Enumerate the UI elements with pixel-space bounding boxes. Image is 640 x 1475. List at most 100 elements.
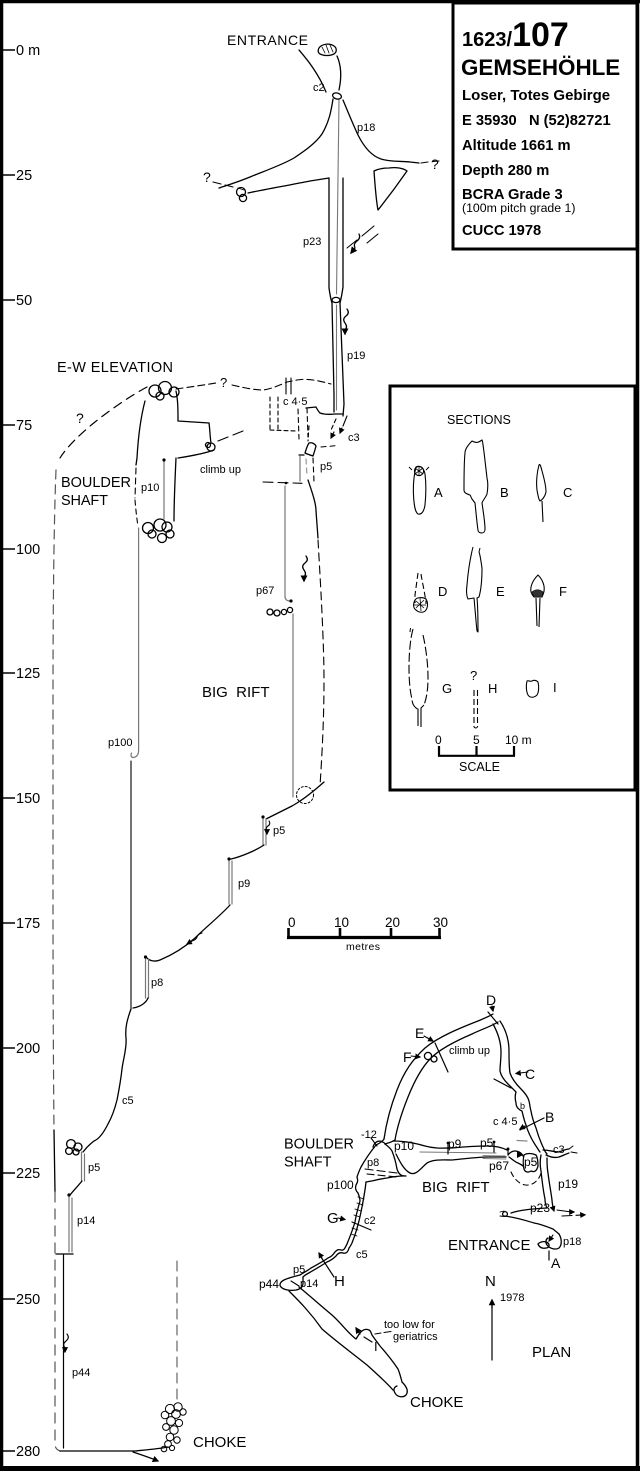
svg-text:SECTIONS: SECTIONS	[447, 413, 511, 427]
svg-text:10: 10	[334, 915, 349, 930]
svg-text:c5: c5	[356, 1249, 368, 1261]
svg-text:ENTRANCE: ENTRANCE	[448, 1237, 531, 1254]
svg-text:geriatrics: geriatrics	[393, 1331, 438, 1343]
svg-text:E-W ELEVATION: E-W ELEVATION	[57, 360, 173, 376]
svg-text:p5: p5	[320, 461, 332, 473]
svg-text:280: 280	[16, 1444, 40, 1460]
svg-text:D: D	[438, 584, 447, 599]
svg-text:climb up: climb up	[449, 1045, 490, 1057]
svg-text:0 m: 0 m	[16, 43, 40, 59]
svg-text:BOULDER: BOULDER	[61, 475, 131, 491]
svg-text:p5: p5	[524, 1155, 538, 1169]
svg-text:c2: c2	[313, 82, 325, 94]
svg-text:0: 0	[288, 915, 296, 930]
svg-text:p23: p23	[530, 1201, 550, 1215]
svg-text:p10: p10	[394, 1139, 414, 1153]
svg-text:p5: p5	[88, 1162, 100, 1174]
svg-text:F: F	[559, 584, 567, 599]
svg-text:E: E	[415, 1025, 424, 1041]
svg-text:125: 125	[16, 666, 40, 682]
svg-text:1978: 1978	[500, 1292, 524, 1304]
svg-text:p9: p9	[238, 878, 250, 890]
svg-text:Depth 280 m: Depth 280 m	[462, 163, 549, 179]
svg-text:c5: c5	[122, 1095, 134, 1107]
svg-text:?: ?	[431, 156, 439, 172]
svg-text:BOULDER: BOULDER	[284, 1137, 354, 1153]
svg-text:p8: p8	[367, 1157, 379, 1169]
svg-text:p44: p44	[72, 1367, 90, 1379]
svg-text:?: ?	[470, 668, 477, 683]
svg-text:p5: p5	[273, 825, 285, 837]
svg-text:175: 175	[16, 916, 40, 932]
svg-text:c 4·5: c 4·5	[283, 396, 307, 408]
svg-text:H: H	[488, 681, 497, 696]
svg-text:1623/107: 1623/107	[462, 16, 569, 54]
svg-text:c3: c3	[553, 1144, 565, 1156]
svg-text:BIG RIFT: BIG RIFT	[422, 1179, 490, 1196]
svg-text:100: 100	[16, 542, 40, 558]
svg-text:(100m pitch grade 1): (100m pitch grade 1)	[462, 201, 575, 215]
svg-text:BIG RIFT: BIG RIFT	[202, 684, 270, 701]
svg-text:p18: p18	[563, 1236, 581, 1248]
svg-text:0: 0	[435, 733, 442, 747]
svg-text:I: I	[553, 680, 557, 695]
svg-text:PLAN: PLAN	[532, 1344, 571, 1361]
svg-text:c 4·5: c 4·5	[493, 1116, 517, 1128]
svg-text:?: ?	[220, 375, 227, 390]
svg-text:p8: p8	[151, 977, 163, 989]
svg-text:SHAFT: SHAFT	[61, 493, 108, 509]
svg-text:50: 50	[16, 293, 32, 309]
svg-text:b: b	[520, 1101, 525, 1111]
svg-text:SHAFT: SHAFT	[284, 1155, 332, 1171]
svg-text:CUCC 1978: CUCC 1978	[462, 223, 541, 239]
svg-text:p100: p100	[108, 737, 132, 749]
svg-text:250: 250	[16, 1292, 40, 1308]
svg-text:GEMSEHÖHLE: GEMSEHÖHLE	[461, 55, 620, 80]
svg-text:225: 225	[16, 1166, 40, 1182]
svg-text:150: 150	[16, 791, 40, 807]
svg-text:p5: p5	[293, 1264, 305, 1276]
svg-text:p44: p44	[259, 1277, 279, 1291]
svg-text:200: 200	[16, 1041, 40, 1057]
svg-text:E: E	[496, 584, 505, 599]
svg-text:30: 30	[433, 915, 448, 930]
svg-text:ENTRANCE: ENTRANCE	[227, 32, 308, 48]
svg-text:N: N	[485, 1273, 496, 1290]
svg-text:G: G	[442, 681, 452, 696]
svg-text:H: H	[334, 1273, 345, 1290]
svg-text:F: F	[403, 1049, 412, 1065]
svg-text:Altitude 1661 m: Altitude 1661 m	[462, 138, 571, 154]
svg-text:75: 75	[16, 418, 32, 434]
svg-text:?: ?	[203, 169, 211, 185]
svg-text:p67: p67	[256, 585, 274, 597]
svg-text:?: ?	[76, 410, 84, 426]
svg-text:G: G	[327, 1210, 339, 1227]
svg-text:B: B	[500, 485, 509, 500]
svg-text:climb up: climb up	[200, 464, 241, 476]
svg-text:E 35930 N (52)82721: E 35930 N (52)82721	[462, 113, 611, 129]
svg-text:metres: metres	[346, 941, 380, 953]
svg-text:p14: p14	[77, 1215, 95, 1227]
svg-text:C: C	[525, 1066, 535, 1082]
svg-text:p67: p67	[489, 1159, 509, 1173]
svg-text:p14: p14	[300, 1278, 318, 1290]
svg-text:CHOKE: CHOKE	[410, 1394, 463, 1411]
svg-text:too low for: too low for	[384, 1319, 435, 1331]
svg-text:A: A	[551, 1255, 561, 1271]
svg-text:p19: p19	[558, 1177, 578, 1191]
svg-text:10 m: 10 m	[505, 733, 532, 747]
svg-text:BCRA Grade 3: BCRA Grade 3	[462, 187, 563, 203]
svg-text:-12: -12	[361, 1129, 377, 1141]
svg-text:p23: p23	[303, 236, 321, 248]
svg-text:CHOKE: CHOKE	[193, 1434, 246, 1451]
svg-text:20: 20	[385, 915, 400, 930]
svg-text:SCALE: SCALE	[459, 760, 500, 774]
svg-text:B: B	[545, 1109, 554, 1125]
svg-text:25: 25	[16, 168, 32, 184]
svg-text:c2: c2	[364, 1215, 376, 1227]
svg-text:c3: c3	[348, 432, 360, 444]
svg-text:Loser, Totes Gebirge: Loser, Totes Gebirge	[462, 87, 610, 104]
svg-text:5: 5	[473, 733, 480, 747]
svg-text:p18: p18	[357, 122, 375, 134]
svg-text:C: C	[563, 485, 572, 500]
